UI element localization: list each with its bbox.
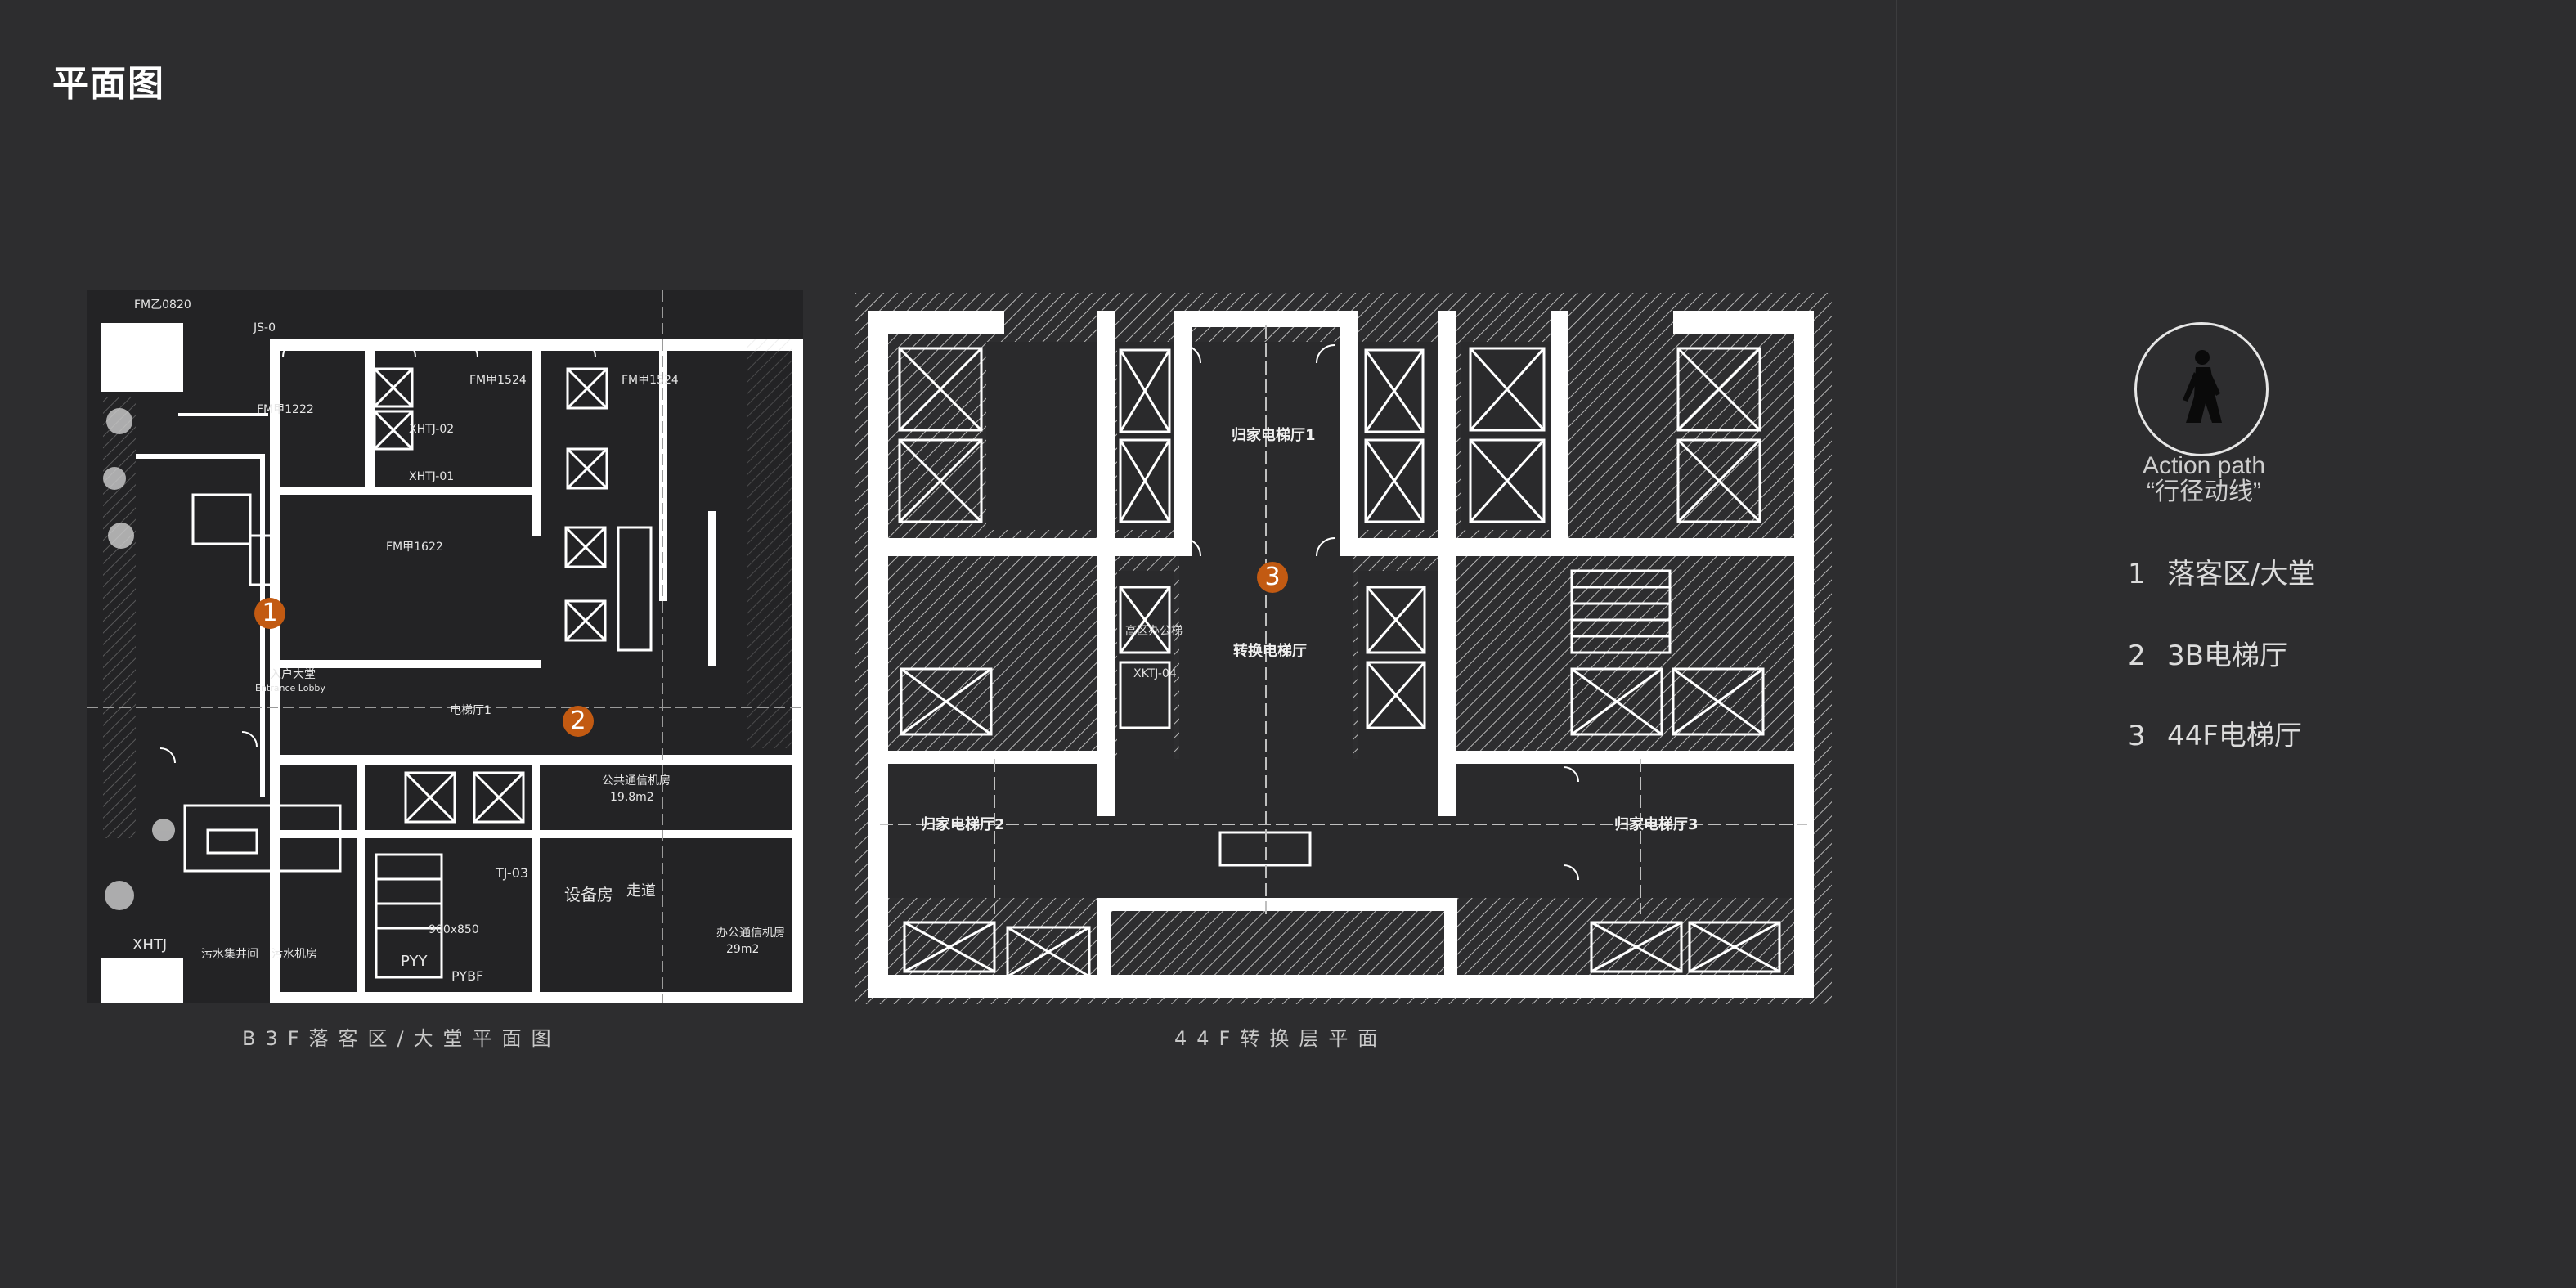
label-pybf: PYBF <box>451 968 483 984</box>
b3f-floor-plan: FM乙0820 JS-0 FM甲1222 FM甲1524 FM甲1524 XHT… <box>87 290 803 1003</box>
label-office-area: 29m2 <box>726 943 759 956</box>
legend-item-label: 落客区/大堂 <box>2167 558 2316 590</box>
legend-item-2: 2 3B电梯厅 <box>2128 633 2287 673</box>
label-sewage: 污水机房 <box>272 948 317 961</box>
label-xktj: XKTJ-04 <box>1133 667 1177 680</box>
label-size: 900x850 <box>429 923 479 936</box>
label-fm1622: FM甲1622 <box>386 541 443 554</box>
legend-item-number: 1 <box>2128 558 2146 590</box>
label-fm1524b: FM甲1524 <box>622 374 679 387</box>
label-home-hall1: 归家电梯厅1 <box>1232 426 1316 444</box>
44f-plan-caption: 44F转换层平面 <box>1174 1027 1388 1050</box>
legend-title-cn: “行径动线” <box>2147 478 2261 505</box>
label-lobby-en: Entrance Lobby <box>255 683 325 693</box>
b3f-plan-caption: B3F落客区/大堂平面图 <box>242 1027 561 1050</box>
legend-item-3: 3 44F电梯厅 <box>2128 713 2302 753</box>
label-power-area: 19.8m2 <box>610 791 654 804</box>
label-transfer-hall: 转换电梯厅 <box>1233 642 1307 660</box>
label-tj03: TJ-03 <box>495 865 528 881</box>
legend-item-1: 1 落客区/大堂 <box>2128 551 2315 591</box>
legend-item-label: 44F电梯厅 <box>2167 720 2302 752</box>
label-xhtj01: XHTJ-01 <box>409 470 454 483</box>
label-home-hall2: 归家电梯厅2 <box>921 815 1005 833</box>
label-power-room: 公共通信机房 <box>602 774 671 788</box>
label-fm0820: FM乙0820 <box>134 298 191 312</box>
walking-person-icon <box>2134 322 2269 456</box>
label-pyy: PYY <box>401 953 428 970</box>
route-marker-3: 3 <box>1257 562 1288 593</box>
label-fm1524a: FM甲1524 <box>469 374 527 387</box>
label-fm1222: FM甲1222 <box>257 403 314 416</box>
legend-item-number: 2 <box>2128 640 2146 672</box>
route-marker-2: 2 <box>563 706 594 737</box>
label-xhtj02: XHTJ-02 <box>409 423 454 436</box>
label-sump: 污水集井间 <box>201 947 258 961</box>
label-office-elevator: 高区办公梯 <box>1125 624 1183 638</box>
44f-floor-plan: 归家电梯厅1 转换电梯厅 归家电梯厅2 归家电梯厅3 高区办公梯 XKTJ-04 <box>855 293 1832 1004</box>
label-lobby: 入户大堂 <box>270 667 316 681</box>
legend-item-number: 3 <box>2128 720 2146 752</box>
route-marker-1: 1 <box>254 598 285 629</box>
legend-title-en: Action path <box>2142 452 2266 479</box>
divider <box>1896 0 1897 1288</box>
label-home-hall3: 归家电梯厅3 <box>1614 815 1699 833</box>
label-equipment: 设备房 <box>564 885 613 904</box>
label-xhtj-small: XHTJ <box>132 936 167 954</box>
legend-title: Action path “行径动线” <box>2094 453 2314 505</box>
legend-item-label: 3B电梯厅 <box>2167 640 2287 672</box>
label-office-room: 办公通信机房 <box>716 927 785 940</box>
label-corridor: 走道 <box>626 882 656 900</box>
page-title: 平面图 <box>52 63 165 105</box>
label-js: JS-0 <box>253 321 276 334</box>
label-elevator-hall1: 电梯厅1 <box>450 704 491 717</box>
